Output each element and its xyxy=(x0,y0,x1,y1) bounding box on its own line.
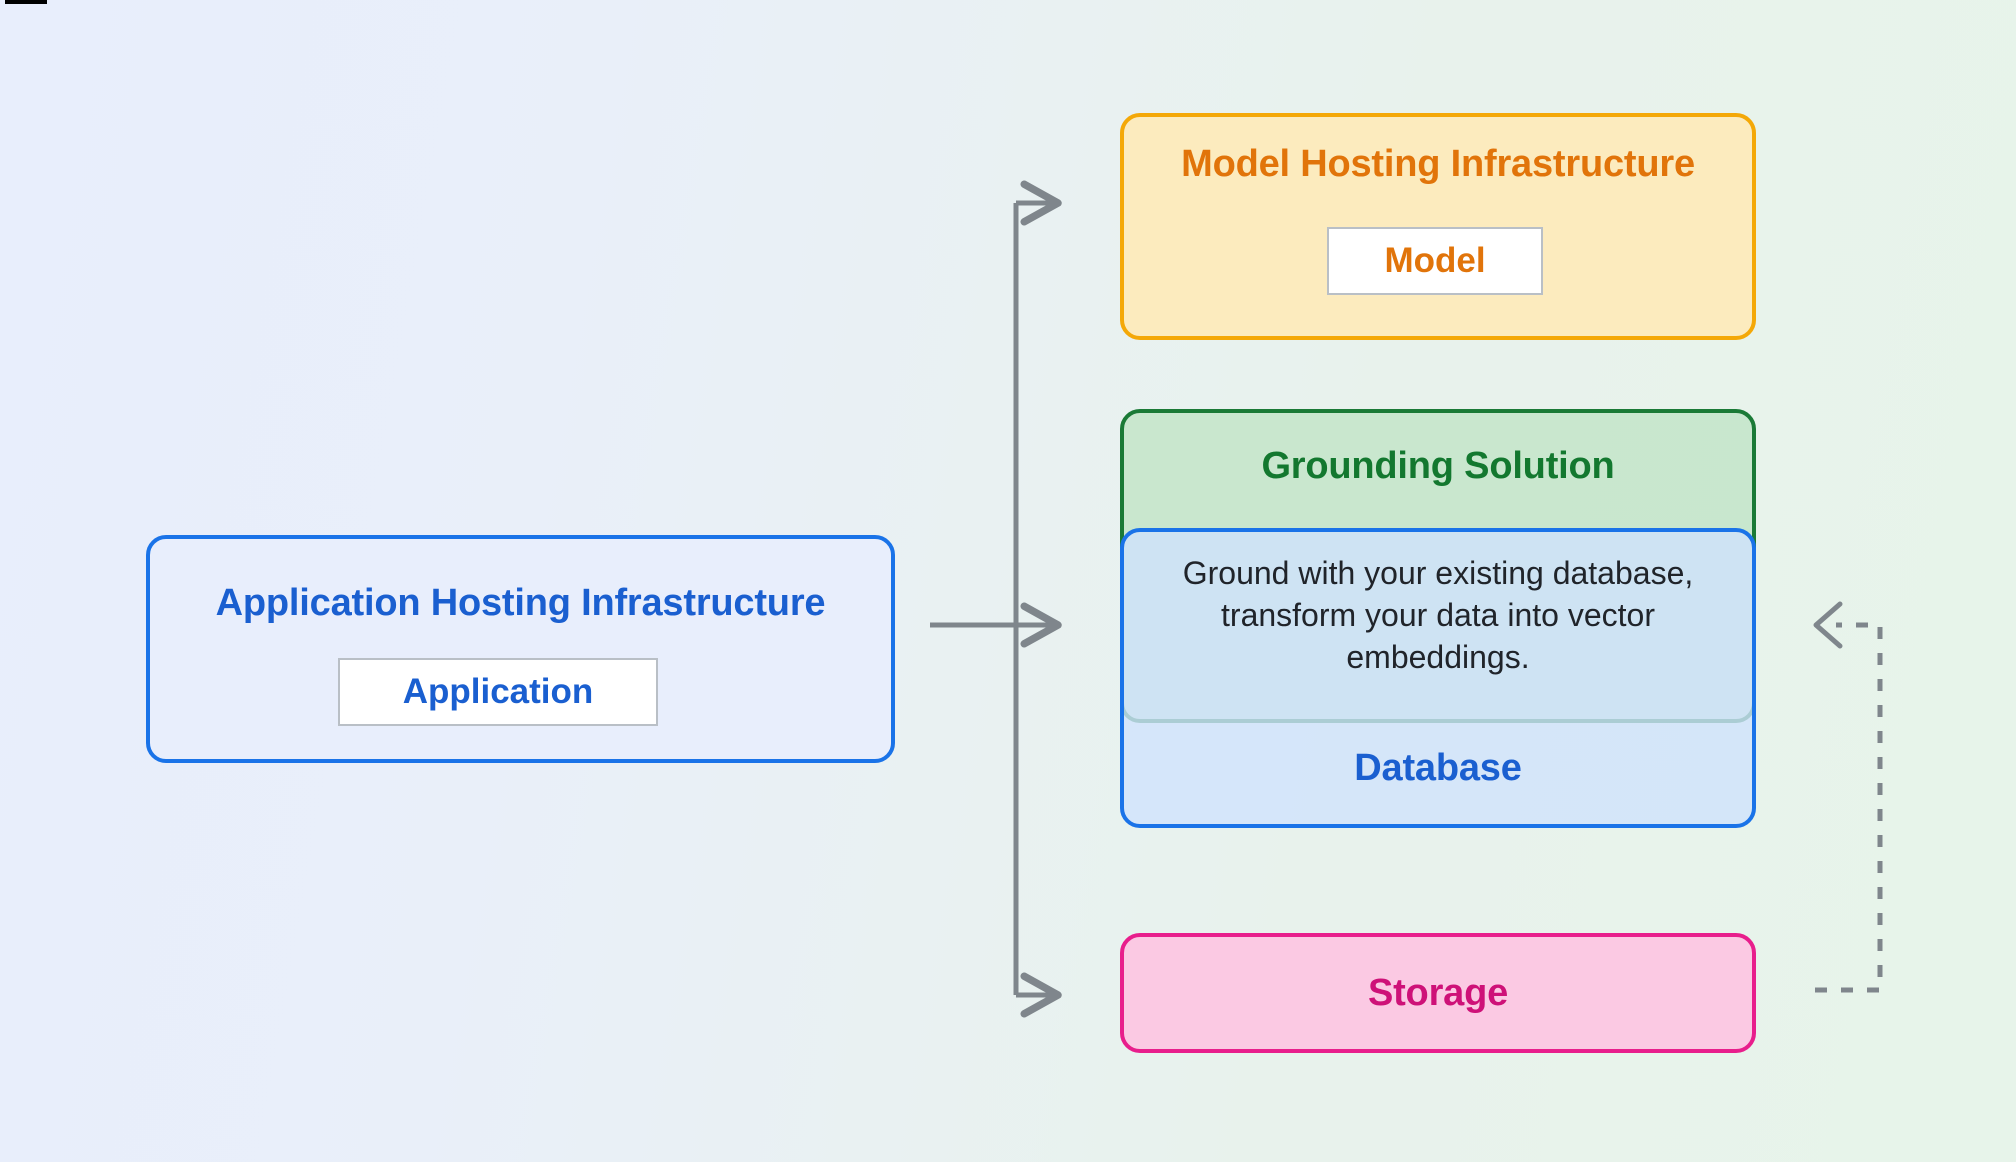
storage-title: Storage xyxy=(1367,971,1509,1014)
application-chip[interactable]: Application xyxy=(338,658,658,726)
grounding-solution-description: Ground with your existing database, tran… xyxy=(1182,555,1694,676)
database-box[interactable]: Database xyxy=(1120,528,1756,828)
model-chip[interactable]: Model xyxy=(1327,227,1543,295)
connector-application-trunk xyxy=(930,203,1019,995)
application-hosting-title: Application Hosting Infrastructure xyxy=(215,582,826,624)
database-title: Database xyxy=(1354,747,1522,789)
connector-storage-to-database xyxy=(1813,601,1883,993)
model-hosting-title: Model Hosting Infrastructure xyxy=(1181,143,1695,185)
application-hosting-infrastructure-box[interactable]: Application Hosting Infrastructure Appli… xyxy=(146,535,895,763)
grounding-solution-title: Grounding Solution xyxy=(1261,445,1615,487)
corner-artifact-mark xyxy=(5,0,47,4)
model-hosting-infrastructure-box[interactable]: Model Hosting Infrastructure Model xyxy=(1120,113,1756,340)
storage-box[interactable]: Storage xyxy=(1120,933,1756,1053)
